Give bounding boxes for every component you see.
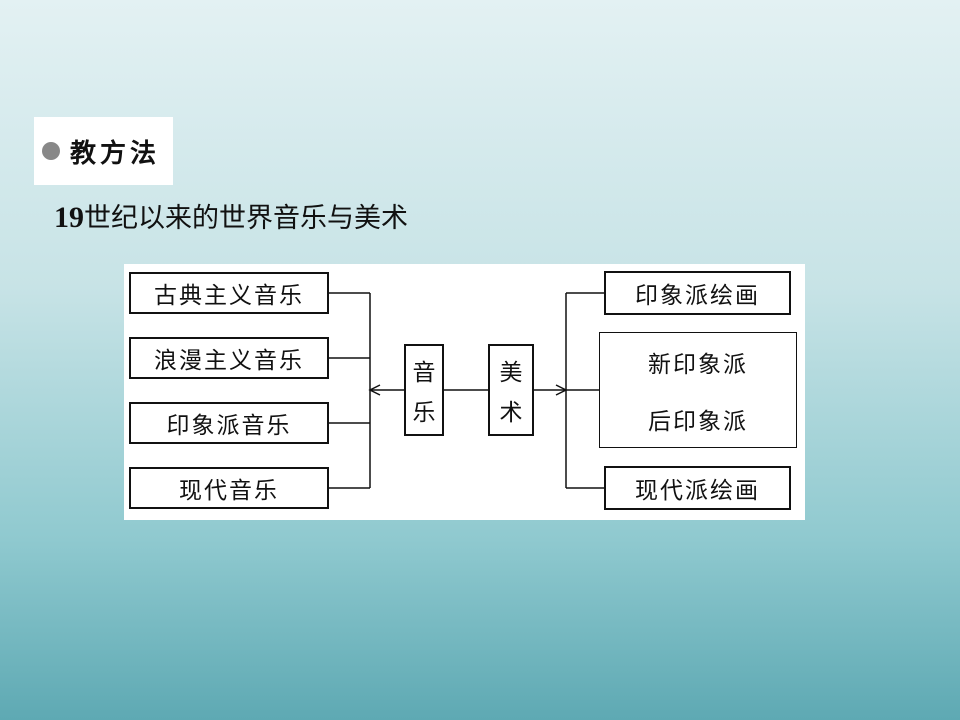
box-modern-music: 现代音乐 [129, 467, 329, 509]
box-neo-post-impressionism: 新印象派 后印象派 [599, 332, 797, 448]
music-art-diagram: 古典主义音乐 浪漫主义音乐 印象派音乐 现代音乐 音 乐 美 术 印象派绘画 新… [124, 264, 805, 520]
node-art-char-2: 术 [499, 400, 523, 426]
box-classical-music: 古典主义音乐 [129, 272, 329, 314]
subtitle-text: 世纪以来的世界音乐与美术 [84, 203, 408, 234]
subtitle-number: 19 [54, 201, 84, 234]
box-impressionist-music: 印象派音乐 [129, 402, 329, 444]
box-modern-painting: 现代派绘画 [604, 466, 791, 510]
page-subtitle: 19世纪以来的世界音乐与美术 [54, 196, 408, 235]
box-impressionist-painting: 印象派绘画 [604, 271, 791, 315]
label-neo-impressionism: 新印象派 [648, 351, 748, 378]
box-romantic-music: 浪漫主义音乐 [129, 337, 329, 379]
section-title: 教方法 [70, 138, 161, 169]
node-art: 美 术 [488, 344, 534, 436]
node-music: 音 乐 [404, 344, 444, 436]
bullet-icon [42, 142, 60, 160]
node-art-char-1: 美 [499, 360, 523, 386]
node-music-char-1: 音 [412, 360, 436, 386]
section-header: 教方法 [34, 117, 173, 185]
node-music-char-2: 乐 [412, 400, 436, 426]
arrowheads [368, 384, 568, 396]
label-post-impressionism: 后印象派 [648, 408, 748, 435]
